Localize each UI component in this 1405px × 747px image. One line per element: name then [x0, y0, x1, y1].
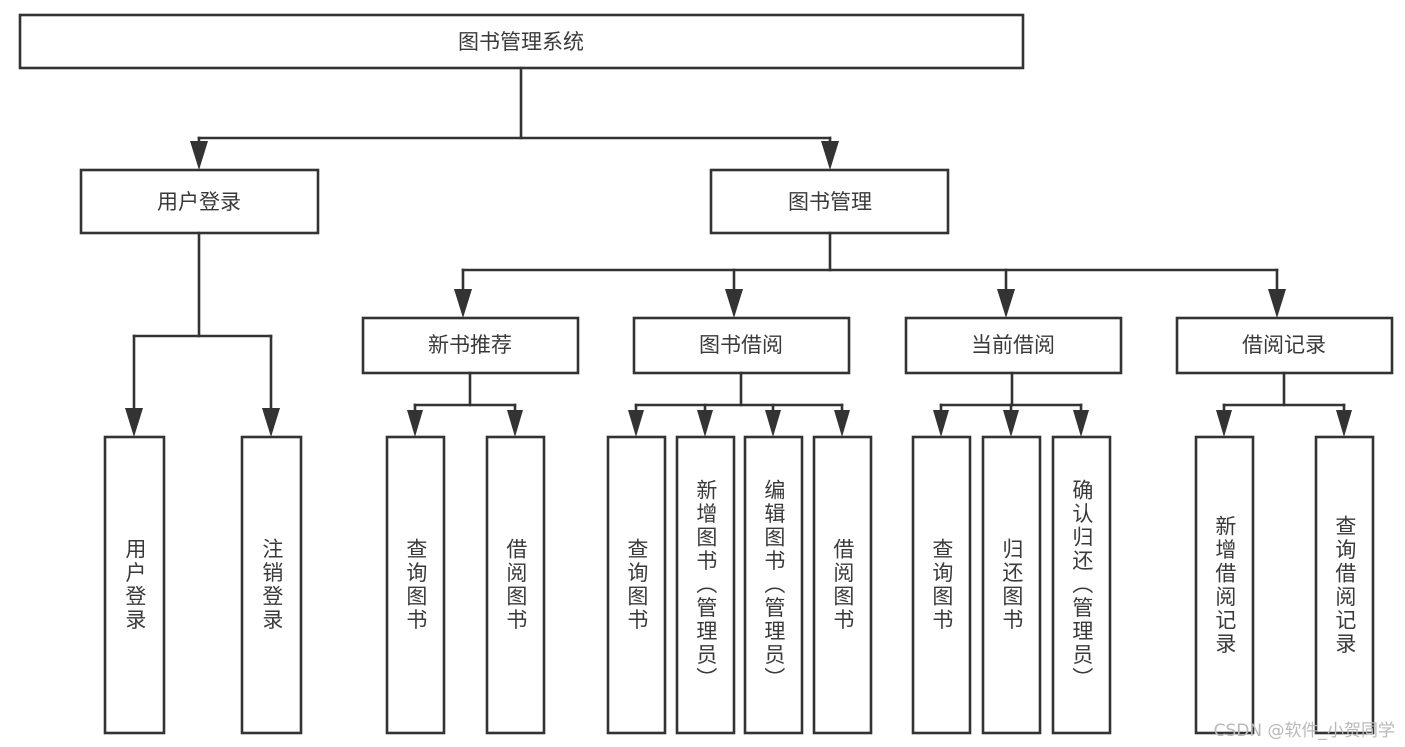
- node-leaf-current-borrow-0-box[interactable]: [911, 435, 972, 735]
- node-leaf-book-borrow-1-box[interactable]: [675, 435, 736, 735]
- arrow-head-level2-1: [821, 141, 839, 170]
- arrow-head-book-borrow-0: [628, 410, 644, 437]
- node-book-borrow-box[interactable]: [632, 316, 851, 375]
- node-borrow-record-label: 借阅记录: [1242, 333, 1326, 357]
- arrow-head-book-borrow-2: [765, 410, 781, 437]
- node-leaf-new-book-0-box[interactable]: [385, 435, 446, 735]
- arrow-head-user-login-0: [125, 408, 143, 437]
- arrow-head-user-login-1: [262, 408, 280, 437]
- node-leaf-user-login-1-box[interactable]: [240, 435, 303, 735]
- arrow-head-borrow-record-1: [1336, 410, 1352, 437]
- arrow-head-level3-0: [454, 289, 472, 318]
- watermark-text: CSDN @软件_小贺同学: [1213, 721, 1395, 741]
- node-leaf-user-login-0-box[interactable]: [103, 435, 166, 735]
- node-current-borrow-box[interactable]: [904, 316, 1123, 375]
- node-book-manage-box[interactable]: [709, 168, 950, 235]
- arrow-head-level3-2: [997, 289, 1015, 318]
- node-leaf-new-book-1-box[interactable]: [485, 435, 546, 735]
- arrow-head-current-borrow-1: [1003, 410, 1019, 437]
- arrow-head-level3-1: [725, 289, 743, 318]
- node-root-box[interactable]: [18, 13, 1025, 70]
- node-current-borrow-label: 当前借阅: [971, 333, 1055, 357]
- node-leaf-book-borrow-3-box[interactable]: [812, 435, 873, 735]
- node-leaf-borrow-record-1-box[interactable]: [1314, 435, 1375, 735]
- arrow-head-book-borrow-3: [834, 410, 850, 437]
- arrow-head-current-borrow-0: [933, 410, 949, 437]
- arrow-head-level3-3: [1268, 289, 1286, 318]
- arrow-head-borrow-record-0: [1216, 410, 1232, 437]
- node-book-borrow-label: 图书借阅: [699, 333, 783, 357]
- node-leaf-borrow-record-0-box[interactable]: [1194, 435, 1255, 735]
- node-borrow-record-box[interactable]: [1175, 316, 1394, 375]
- node-leaf-book-borrow-0-box[interactable]: [606, 435, 667, 735]
- node-root-label: 图书管理系统: [458, 30, 584, 54]
- node-leaf-book-borrow-2-box[interactable]: [743, 435, 804, 735]
- arrow-head-new-book-0: [407, 410, 423, 437]
- node-new-book-box[interactable]: [361, 316, 580, 375]
- arrow-head-book-borrow-1: [697, 410, 713, 437]
- node-leaf-current-borrow-1-box[interactable]: [981, 435, 1042, 735]
- node-new-book-label: 新书推荐: [428, 333, 512, 357]
- arrow-head-current-borrow-2: [1073, 410, 1089, 437]
- node-book-manage-label: 图书管理: [788, 190, 872, 214]
- arrow-head-level2-0: [190, 141, 208, 170]
- arrow-head-new-book-1: [507, 410, 523, 437]
- node-leaf-current-borrow-2-box[interactable]: [1051, 435, 1112, 735]
- node-user-login-label: 用户登录: [157, 190, 241, 214]
